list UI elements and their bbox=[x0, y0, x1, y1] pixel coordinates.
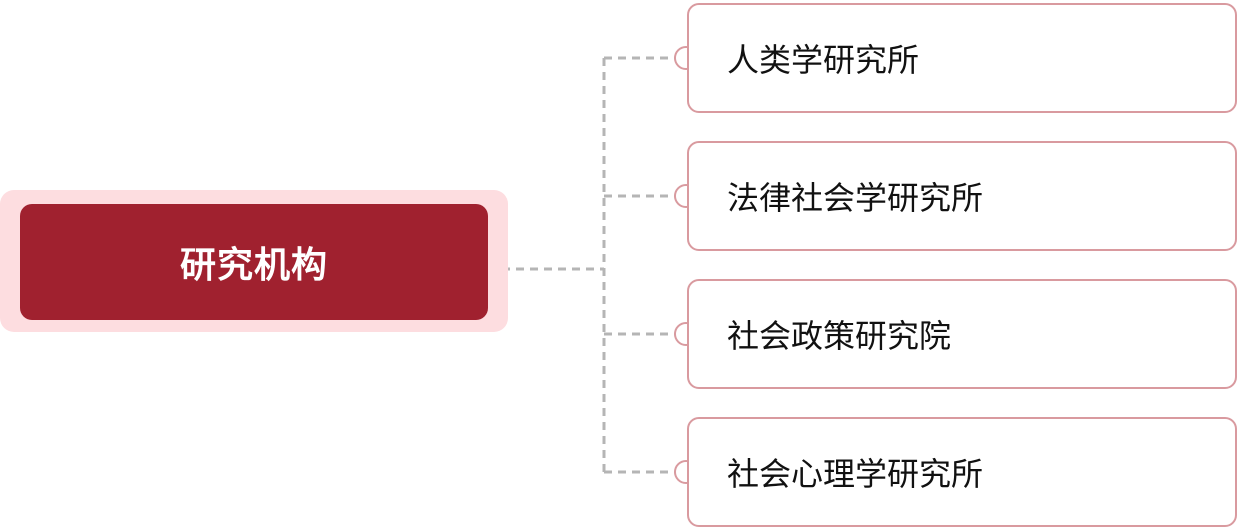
child-node-legal-sociology[interactable]: 法律社会学研究所 bbox=[687, 141, 1237, 251]
child-node-label: 法律社会学研究所 bbox=[727, 179, 984, 217]
child-node-label: 社会政策研究院 bbox=[727, 317, 952, 355]
child-node-social-policy[interactable]: 社会政策研究院 bbox=[687, 279, 1237, 389]
root-node-label: 研究机构 bbox=[179, 244, 328, 286]
child-node-label: 社会心理学研究所 bbox=[727, 455, 984, 493]
child-node-anthropology[interactable]: 人类学研究所 bbox=[687, 3, 1237, 113]
child-node-label: 人类学研究所 bbox=[727, 41, 920, 79]
child-node-social-psychology[interactable]: 社会心理学研究所 bbox=[687, 417, 1237, 527]
root-node[interactable]: 研究机构 bbox=[20, 204, 488, 320]
